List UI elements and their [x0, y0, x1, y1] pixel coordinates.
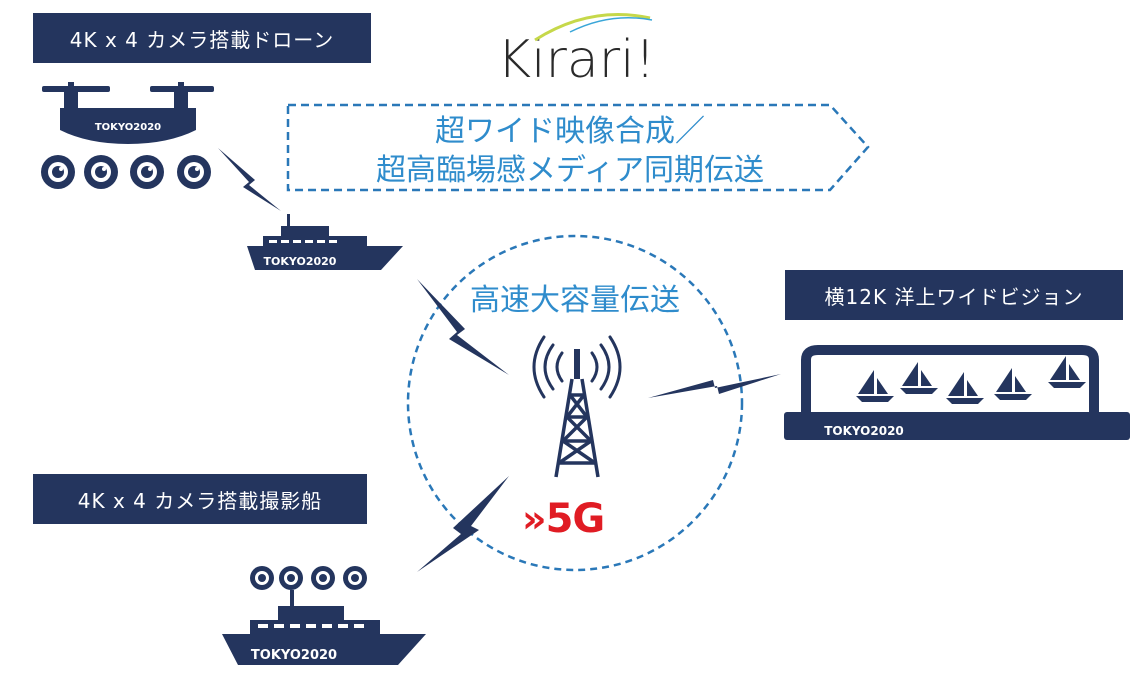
ship-label: 4K x 4 カメラ搭載撮影船 — [77, 488, 323, 513]
drone-label-box: 4K x 4 カメラ搭載ドローン — [33, 13, 371, 63]
banner-arrow-outline — [286, 103, 870, 192]
vision-label: 横12K 洋上ワイドビジョン — [824, 284, 1084, 309]
ship-label-box: 4K x 4 カメラ搭載撮影船 — [33, 474, 367, 524]
lightning-icon-drone — [218, 148, 281, 211]
5g-coverage-circle — [406, 234, 744, 572]
drone-label: 4K x 4 カメラ搭載ドローン — [69, 27, 335, 52]
lightning-icon-ship-tower — [417, 279, 509, 375]
drone-cameras — [41, 155, 211, 189]
kirari-logo: Kirari! — [497, 30, 656, 90]
small-ship-icon: TOKYO2020 — [247, 214, 403, 270]
wide-vision-icon: TOKYO2020 — [784, 345, 1130, 440]
camera-ship-cameras — [250, 566, 367, 590]
5g-text: 5G — [545, 496, 606, 542]
drone-icon: TOKYO2020 — [41, 82, 214, 189]
vision-tokyo-label: TOKYO2020 — [824, 424, 904, 438]
sailboats — [856, 356, 1086, 404]
banner-line-2: 超高臨場感メディア同期伝送 — [376, 153, 764, 188]
drone-tokyo-label: TOKYO2020 — [95, 122, 161, 133]
double-chevron-icon: » — [522, 497, 547, 541]
logo-arc-icon — [534, 13, 653, 42]
vision-label-box: 横12K 洋上ワイドビジョン — [785, 270, 1123, 320]
small-ship-tokyo-label: TOKYO2020 — [264, 255, 337, 268]
camera-ship-tokyo-label: TOKYO2020 — [251, 648, 337, 663]
lightning-icon-camship-tower — [417, 476, 509, 572]
5g-badge: »5G — [522, 496, 606, 542]
cell-tower-icon — [532, 335, 622, 478]
banner-line-1: 超ワイド映像合成／ — [435, 114, 705, 149]
lightning-icon-tower-vision — [648, 374, 781, 398]
circle-title: 高速大容量伝送 — [470, 283, 680, 318]
camera-ship-icon: TOKYO2020 — [222, 566, 426, 665]
